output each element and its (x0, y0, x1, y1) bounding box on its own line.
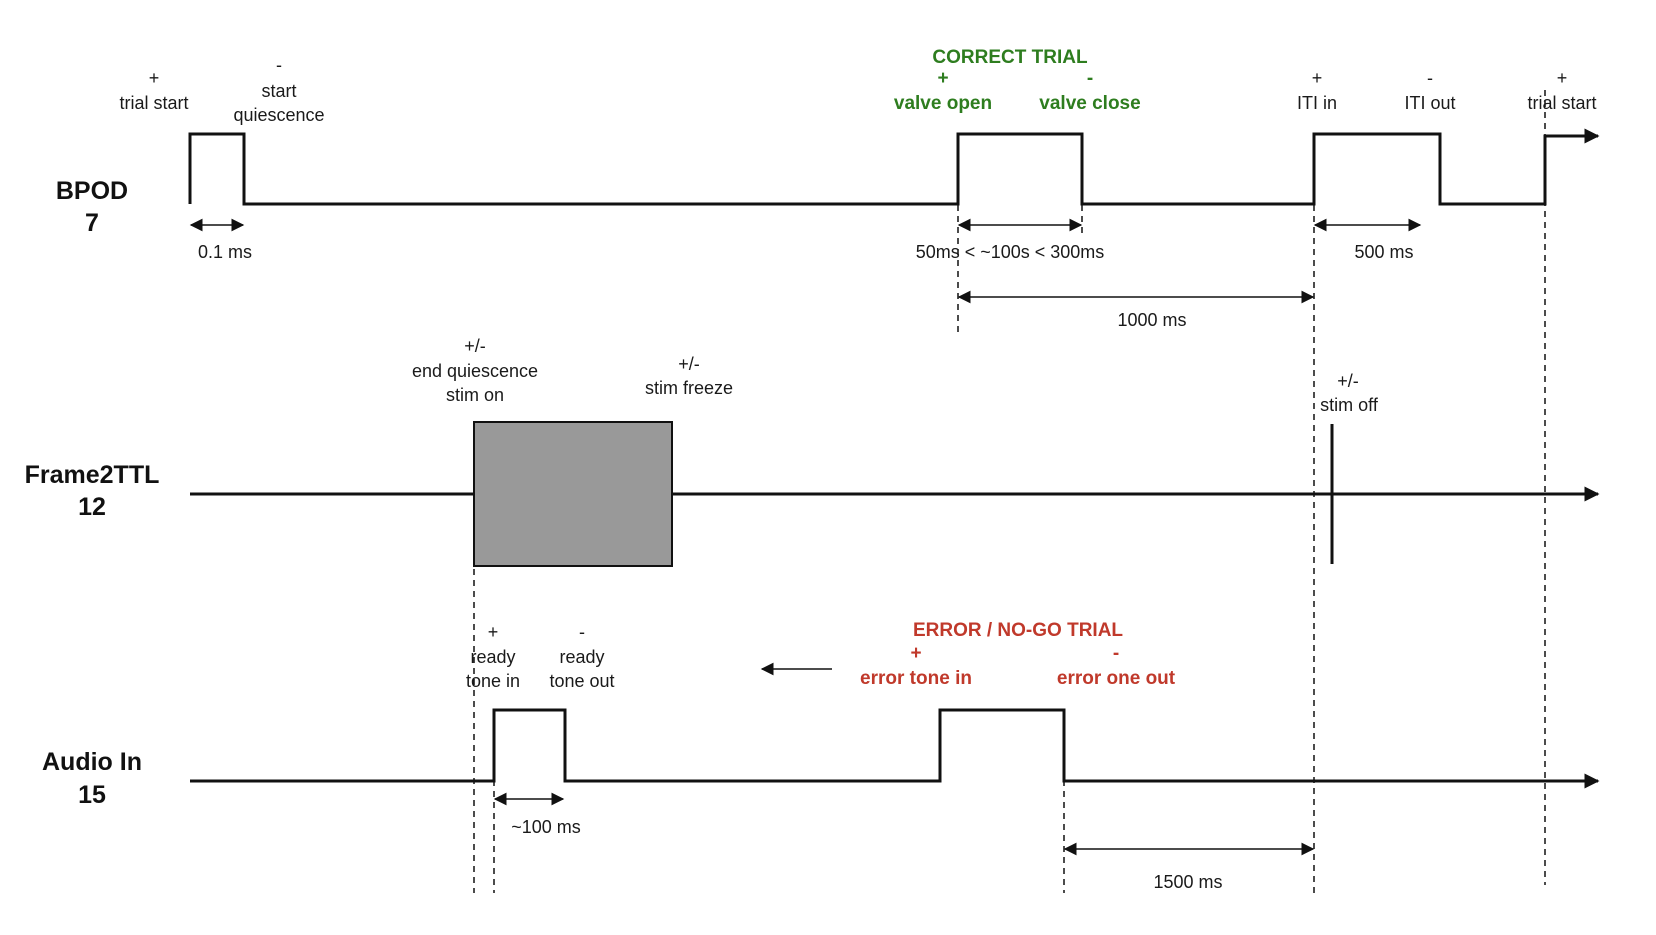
ready-tone-out-sign: - (579, 622, 585, 642)
error-tone-in-sign: + (910, 643, 921, 664)
ready-tone-out-label-1: ready (559, 647, 604, 667)
channel-number-audio: 15 (78, 781, 106, 809)
correct-trial-title: CORRECT TRIAL (932, 47, 1088, 68)
trial-start-label: trial start (119, 93, 188, 113)
audio-trace (190, 708, 1600, 789)
start-quiescence-label-2: quiescence (233, 105, 324, 125)
iti-in-label: ITI in (1297, 93, 1337, 113)
trial-start-sign: + (149, 68, 160, 88)
channel-label-frame2ttl: Frame2TTL (25, 461, 160, 489)
ready-tone-duration: ~100 ms (511, 817, 581, 837)
error-tone-out-label: error one out (1057, 668, 1176, 689)
error-to-iti-duration: 1500 ms (1153, 872, 1222, 892)
stim-off-label: stim off (1320, 395, 1379, 415)
iti-out-sign: - (1427, 68, 1433, 88)
valve-to-iti-duration: 1000 ms (1117, 310, 1186, 330)
valve-pulse-duration: 50ms < ~100s < 300ms (916, 242, 1105, 262)
valve-open-label: valve open (894, 93, 992, 114)
end-quiescence-label: end quiescence (412, 361, 538, 381)
trial-start-pulse-duration: 0.1 ms (198, 242, 252, 262)
channel-label-audio: Audio In (42, 748, 142, 776)
channel-number-frame2ttl: 12 (78, 493, 106, 521)
stim-freeze-label: stim freeze (645, 378, 733, 398)
end-quiescence-sign: +/- (464, 336, 486, 356)
valve-close-sign: - (1087, 68, 1093, 89)
bpod-trace (188, 128, 1600, 206)
stim-off-sign: +/- (1337, 371, 1359, 391)
ready-tone-in-sign: + (488, 622, 499, 642)
valve-close-label: valve close (1039, 93, 1140, 114)
valve-open-sign: + (937, 68, 948, 89)
error-tone-out-sign: - (1113, 643, 1119, 664)
error-tone-in-label: error tone in (860, 668, 972, 689)
start-quiescence-label-1: start (261, 81, 296, 101)
trial-start-next-sign: + (1557, 68, 1568, 88)
channel-number-bpod: 7 (85, 209, 99, 237)
iti-pulse-duration: 500 ms (1354, 242, 1413, 262)
trial-start-next-label: trial start (1527, 93, 1596, 113)
error-trial-title: ERROR / NO-GO TRIAL (913, 620, 1123, 641)
iti-in-sign: + (1312, 68, 1323, 88)
stim-freeze-sign: +/- (678, 354, 700, 374)
stim-on-label: stim on (446, 385, 504, 405)
ready-tone-in-label-2: tone in (466, 671, 520, 691)
ready-tone-out-label-2: tone out (549, 671, 614, 691)
channel-label-bpod: BPOD (56, 177, 128, 205)
iti-out-label: ITI out (1404, 93, 1455, 113)
start-quiescence-sign: - (276, 55, 282, 75)
ready-tone-in-label-1: ready (470, 647, 515, 667)
stim-on-box (473, 421, 673, 567)
